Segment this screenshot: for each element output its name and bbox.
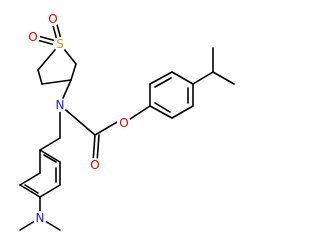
bond-c3-c2	[41, 79, 72, 85]
phenoxy-bond-5	[171, 105, 194, 119]
bond-ch2-benzyl-ring	[39, 137, 61, 151]
sulfone-oxygen-left-label: O	[28, 30, 37, 44]
isopropyl-group	[192, 47, 235, 85]
phenoxy-bond-6	[149, 105, 173, 119]
carbonyl-double-bond	[92, 134, 100, 163]
carbonyl-oxygen-label: O	[90, 158, 99, 172]
benzyl-bond-2	[19, 172, 41, 186]
sulfur-atom-label: S	[56, 37, 64, 51]
benzyl-bond-3	[39, 149, 61, 163]
benzyl-ring	[19, 149, 61, 198]
amine-nitrogen-label: N	[36, 211, 45, 225]
bond-ring-ch	[192, 71, 214, 85]
bond-c4-c3	[70, 63, 77, 81]
atom-labels: S O O N O O N	[26, 12, 131, 225]
phenoxy-bond-3	[171, 71, 194, 85]
phenoxy-inner-1	[154, 77, 172, 88]
sulfone-oxygen-top-label: O	[48, 12, 57, 26]
molecule-structure-diagram: S O O N O O N	[19, 12, 235, 231]
bond-c2-c1	[37, 69, 43, 85]
benzyl-bond-6	[19, 184, 41, 198]
ether-oxygen-label: O	[119, 116, 128, 130]
benzyl-inner-1	[43, 154, 57, 163]
bond-c-o-b	[96, 134, 100, 163]
phenoxy-inner-3	[154, 102, 171, 113]
phenoxy-bond-2	[149, 71, 173, 85]
benzyl-bond-5	[39, 184, 61, 198]
benzyl-inner-3	[24, 184, 39, 194]
bond-n-carbonyl-c	[59, 104, 96, 136]
bond-c-o-a	[92, 134, 96, 163]
phenoxy-ring	[149, 71, 194, 119]
amide-nitrogen-label: N	[56, 98, 65, 112]
bond-ch-me2	[212, 71, 235, 85]
